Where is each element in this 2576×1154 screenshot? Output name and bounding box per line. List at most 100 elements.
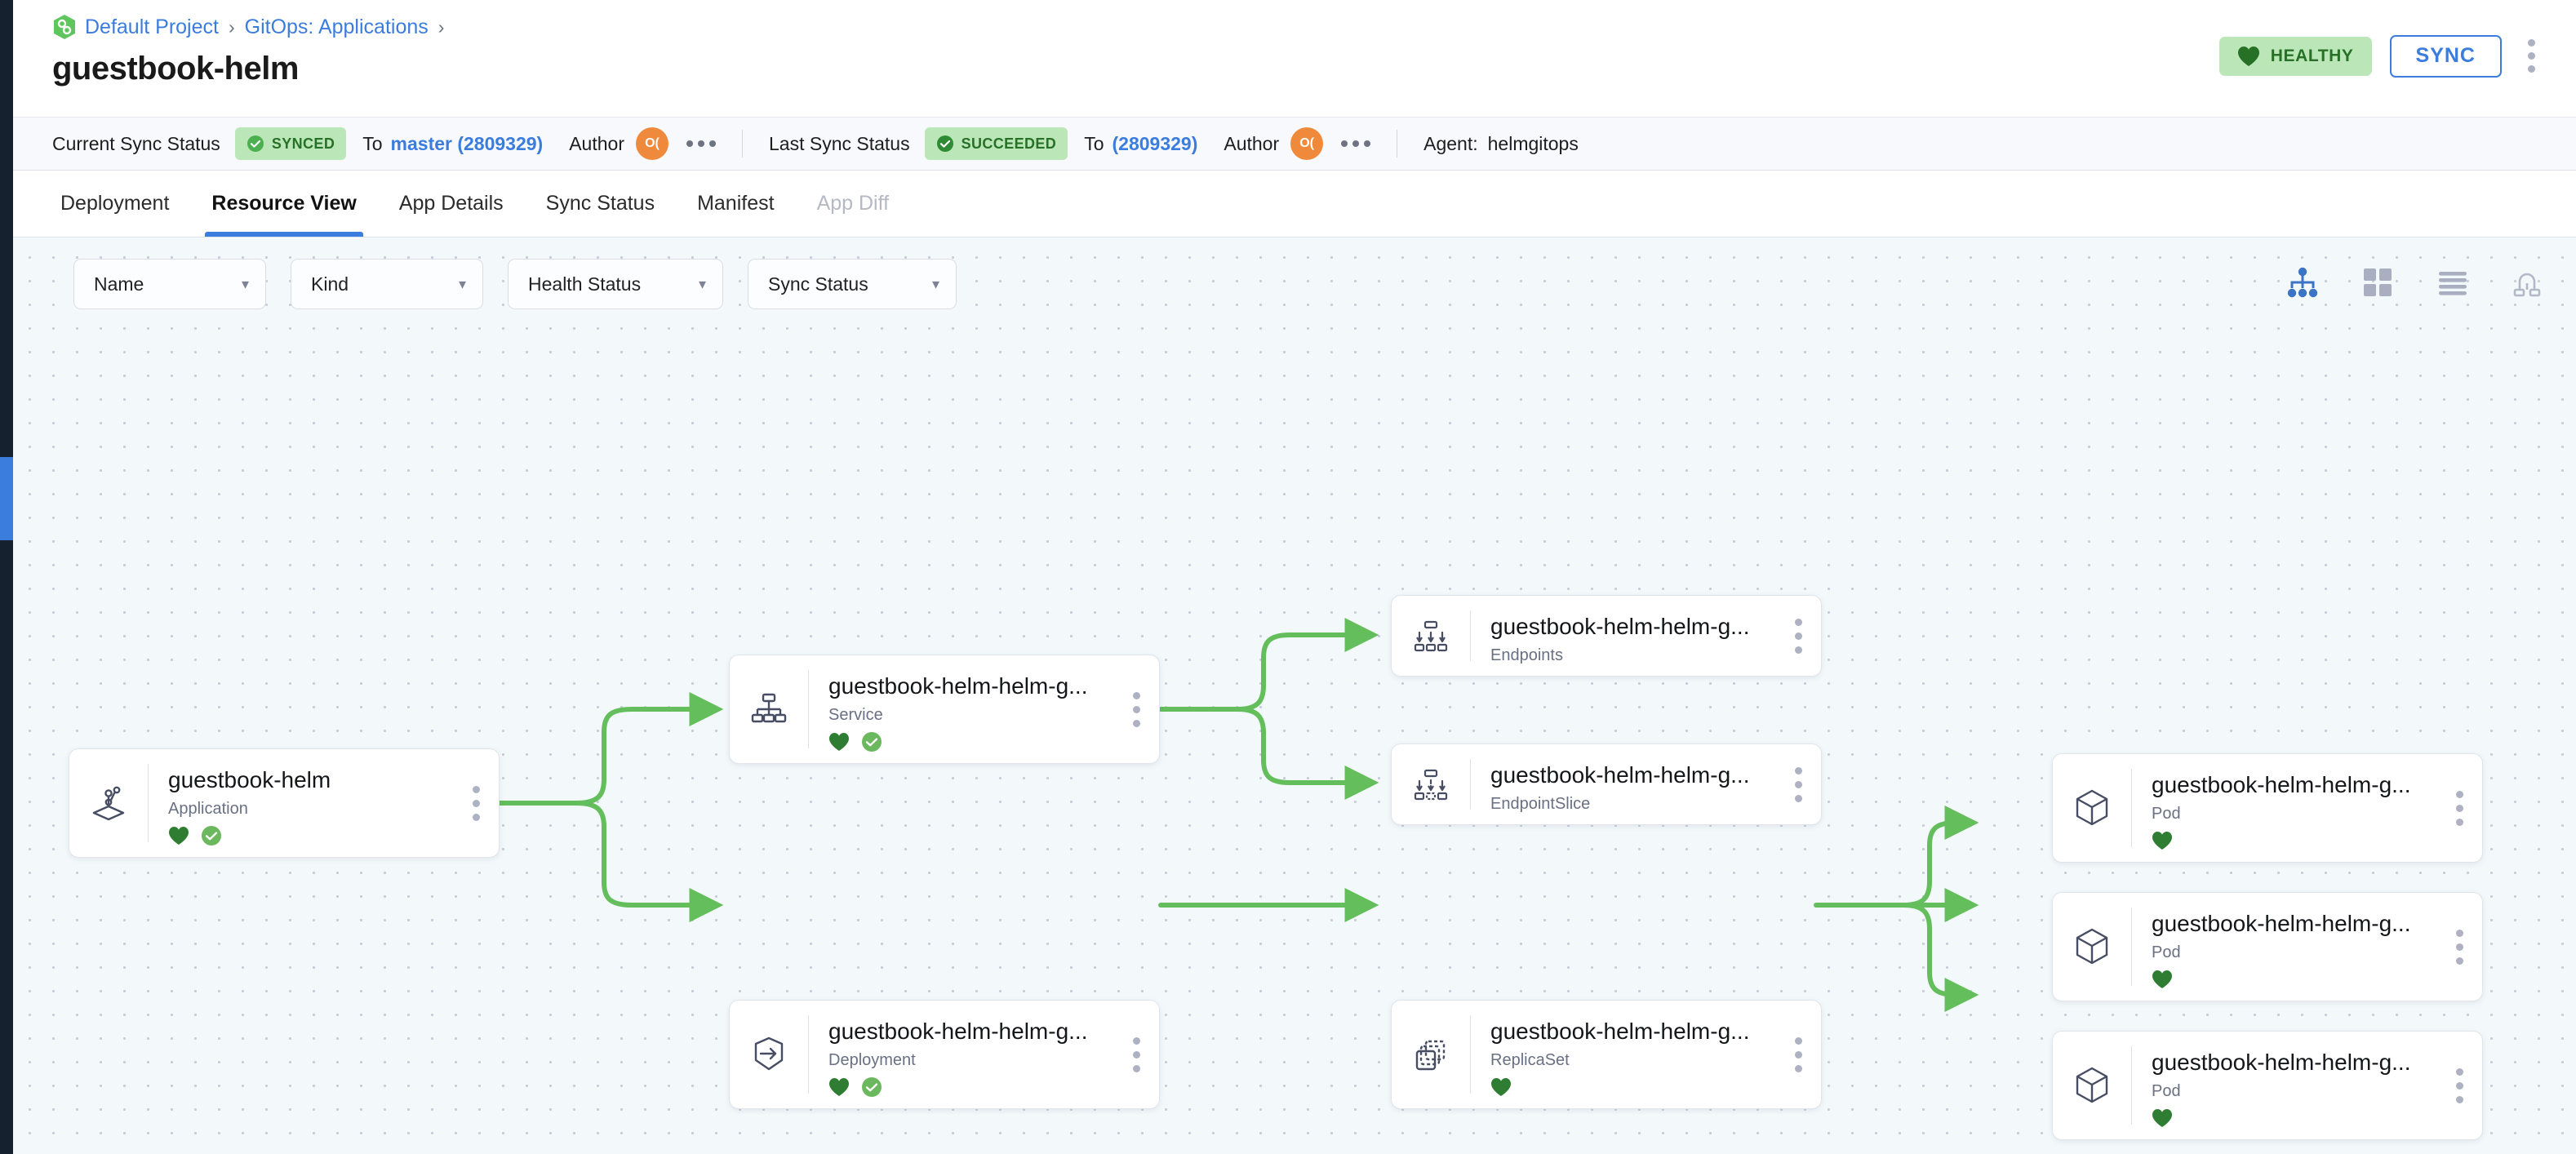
- filter-health-status-label: Health Status: [528, 273, 642, 295]
- node-overflow-menu-icon[interactable]: [1113, 655, 1159, 763]
- current-sync-status-label: Current Sync Status: [52, 132, 220, 154]
- node-title: guestbook-helm-helm-g...: [1490, 1018, 1750, 1044]
- node-kind: Deployment: [828, 1050, 916, 1069]
- filter-name[interactable]: Name ▾: [73, 259, 266, 309]
- node-body: guestbook-helm-helm-g... Deployment: [809, 1001, 1113, 1108]
- node-divider: [808, 670, 809, 748]
- last-revision-link[interactable]: (2809329): [1112, 132, 1198, 154]
- tab-resource-view[interactable]: Resource View: [190, 171, 377, 237]
- node-title: guestbook-helm-helm-g...: [828, 672, 1088, 699]
- tree-view-icon[interactable]: [2285, 265, 2320, 300]
- pod-icon: [2053, 1032, 2131, 1139]
- last-to-label: To: [1084, 132, 1104, 154]
- chevron-down-icon: ▾: [698, 276, 706, 292]
- tab-app-details[interactable]: App Details: [398, 192, 504, 215]
- node-status-icons: [2152, 1107, 2436, 1129]
- argo-application-icon: [69, 749, 148, 857]
- current-author-avatar[interactable]: O(: [635, 127, 668, 160]
- filter-kind[interactable]: Kind ▾: [291, 259, 483, 309]
- node-title: guestbook-helm-helm-g...: [2152, 910, 2411, 936]
- sync-button[interactable]: SYNC: [2389, 34, 2502, 78]
- node-overflow-menu-icon[interactable]: [2436, 893, 2482, 1001]
- node-title: guestbook-helm-helm-g...: [1490, 761, 1750, 788]
- tab-sync-status[interactable]: Sync Status: [545, 192, 655, 215]
- graph-node-replicaset[interactable]: guestbook-helm-helm-g... ReplicaSet: [1391, 1000, 1822, 1109]
- agent-value: helmgitops: [1487, 132, 1579, 154]
- last-author-more-icon[interactable]: [1341, 140, 1371, 147]
- graph-node-service[interactable]: guestbook-helm-helm-g... Service: [729, 655, 1160, 764]
- node-overflow-menu-icon[interactable]: [2436, 754, 2482, 862]
- left-nav-rail[interactable]: [0, 0, 13, 1154]
- node-title: guestbook-helm-helm-g...: [2152, 1049, 2411, 1075]
- node-overflow-menu-icon[interactable]: [453, 749, 499, 857]
- project-icon: [52, 14, 77, 40]
- filter-sync-status[interactable]: Sync Status ▾: [748, 259, 957, 309]
- last-author-avatar[interactable]: O(: [1290, 127, 1324, 160]
- node-kind: Pod: [2152, 1081, 2181, 1100]
- check-circle-icon: [936, 135, 954, 153]
- heart-icon: [168, 826, 189, 846]
- node-divider: [2131, 769, 2132, 847]
- node-kind: Application: [168, 799, 248, 818]
- graph-node-application[interactable]: guestbook-helm Application: [69, 748, 500, 858]
- sync-status-bar: Current Sync Status SYNCED To master (28…: [13, 117, 2576, 171]
- last-sync-status-badge: SUCCEEDED: [924, 127, 1068, 160]
- breadcrumb-item-default-project[interactable]: Default Project: [85, 15, 219, 38]
- grid-view-icon[interactable]: [2361, 265, 2395, 300]
- node-status-icons: [828, 1076, 1113, 1098]
- node-overflow-menu-icon[interactable]: [2436, 1032, 2482, 1139]
- last-sync-status-badge-label: SUCCEEDED: [961, 135, 1057, 152]
- breadcrumb-separator-end: ›: [437, 16, 445, 38]
- deployment-icon: [730, 1001, 808, 1108]
- node-overflow-menu-icon[interactable]: [1775, 744, 1821, 824]
- tab-bar: Deployment Resource View App Details Syn…: [13, 171, 2576, 237]
- current-author-more-icon[interactable]: [686, 140, 716, 147]
- graph-node-endpoints[interactable]: guestbook-helm-helm-g... Endpoints: [1391, 595, 1822, 677]
- node-overflow-menu-icon[interactable]: [1775, 596, 1821, 676]
- pod-icon: [2053, 893, 2131, 1001]
- breadcrumb-item-gitops-applications[interactable]: GitOps: Applications: [244, 15, 429, 38]
- syncbar-divider-1: [741, 130, 743, 158]
- graph-node-endpointslice[interactable]: guestbook-helm-helm-g... EndpointSlice: [1391, 743, 1822, 825]
- resource-graph-canvas[interactable]: Name ▾ Kind ▾ Health Status ▾ Sync Statu…: [13, 237, 2576, 1154]
- pod-icon: [2053, 754, 2131, 862]
- node-body: guestbook-helm Application: [149, 749, 453, 857]
- node-body: guestbook-helm-helm-g... Service: [809, 655, 1113, 763]
- check-circle-icon: [861, 1076, 882, 1098]
- node-body: guestbook-helm-helm-g... Pod: [2132, 1032, 2436, 1139]
- status-badge-healthy: HEALTHY: [2218, 36, 2372, 76]
- node-body: guestbook-helm-helm-g... Pod: [2132, 893, 2436, 1001]
- node-title: guestbook-helm: [168, 766, 331, 792]
- page-header: Default Project › GitOps: Applications ›…: [13, 0, 2576, 117]
- chevron-down-icon: ▾: [458, 276, 466, 292]
- current-to-label: To: [362, 132, 383, 154]
- graph-node-pod-2[interactable]: guestbook-helm-helm-g... Pod: [2052, 892, 2483, 1001]
- heart-icon: [2152, 1108, 2173, 1128]
- status-badge-label: HEALTHY: [2270, 46, 2354, 65]
- node-overflow-menu-icon[interactable]: [1775, 1001, 1821, 1108]
- graph-node-pod-3[interactable]: guestbook-helm-helm-g... Pod: [2052, 1031, 2483, 1140]
- replicaset-icon: [1392, 1001, 1470, 1108]
- node-body: guestbook-helm-helm-g... ReplicaSet: [1471, 1001, 1775, 1108]
- service-icon: [730, 655, 808, 763]
- header-overflow-menu-icon[interactable]: [2520, 34, 2543, 78]
- graph-node-deployment[interactable]: guestbook-helm-helm-g... Deployment: [729, 1000, 1160, 1109]
- node-body: guestbook-helm-helm-g... EndpointSlice: [1471, 744, 1775, 824]
- check-circle-icon: [861, 731, 882, 752]
- current-revision-link[interactable]: master (2809329): [390, 132, 544, 154]
- list-view-icon[interactable]: [2436, 265, 2470, 300]
- node-status-icons: [1490, 1076, 1775, 1098]
- node-divider: [1470, 610, 1471, 661]
- filter-sync-status-label: Sync Status: [768, 273, 868, 295]
- node-overflow-menu-icon[interactable]: [1113, 1001, 1159, 1108]
- graph-node-pod-1[interactable]: guestbook-helm-helm-g... Pod: [2052, 753, 2483, 863]
- node-body: guestbook-helm-helm-g... Pod: [2132, 754, 2436, 862]
- tab-deployment[interactable]: Deployment: [60, 192, 170, 215]
- left-rail-active-indicator: [0, 457, 13, 540]
- network-view-icon[interactable]: [2511, 265, 2545, 300]
- tab-manifest[interactable]: Manifest: [697, 192, 775, 215]
- filter-health-status[interactable]: Health Status ▾: [508, 259, 723, 309]
- page-title: guestbook-helm: [52, 51, 299, 87]
- main-content: Default Project › GitOps: Applications ›…: [13, 0, 2576, 1154]
